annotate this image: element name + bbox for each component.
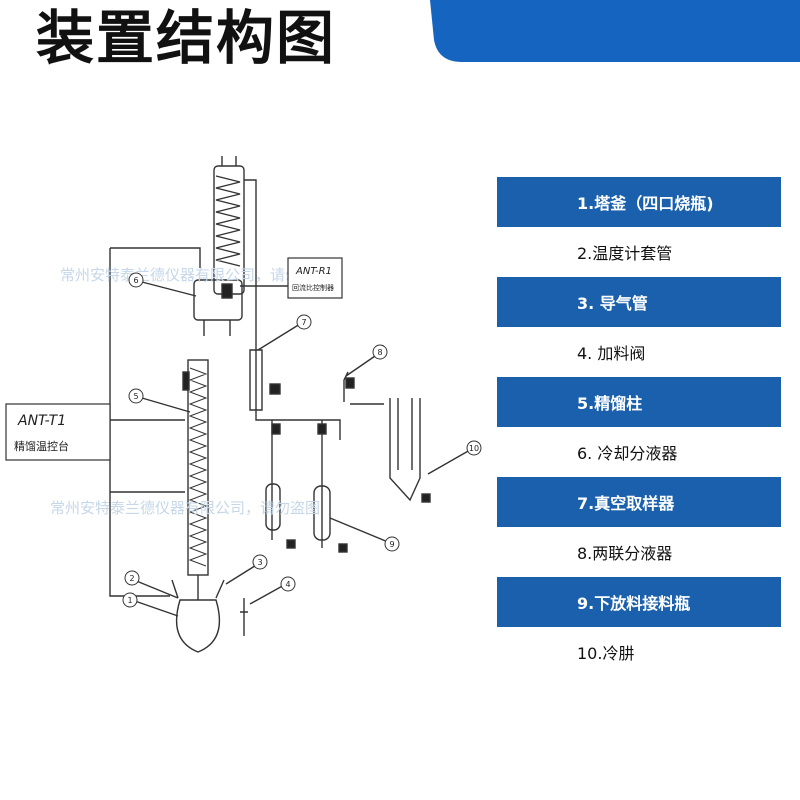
legend-item: 7.真空取样器: [497, 477, 781, 527]
cold-trap: [389, 398, 421, 502]
controller-model: ANT-T1: [17, 413, 66, 429]
callout: 4: [280, 576, 296, 592]
legend-item: 2.温度计套管: [497, 227, 781, 277]
legend-item-label: 6. 冷却分液器: [577, 444, 678, 463]
receiver-right: [313, 485, 331, 541]
legend-item-label: 4. 加料阀: [577, 344, 646, 363]
temperature-controller: ANT-T1 精馏温控台: [5, 403, 111, 461]
watermark-line: 常州安特泰兰德仪器有限公司，请勿盗图: [50, 499, 320, 517]
legend-item-label: 3. 导气管: [577, 294, 648, 313]
reflux-valve: [221, 283, 233, 299]
controller-name: 精馏温控台: [14, 439, 69, 453]
callout: 3: [252, 554, 268, 570]
legend-item: 4. 加料阀: [497, 327, 781, 377]
svg-text:2: 2: [129, 574, 134, 583]
callout: 9: [384, 536, 400, 552]
svg-text:9: 9: [389, 540, 394, 549]
svg-text:7: 7: [301, 318, 306, 327]
legend-item: 3. 导气管: [497, 277, 781, 327]
feed-valve: [240, 598, 248, 636]
legend-item-label: 7.真空取样器: [577, 494, 675, 513]
svg-text:4: 4: [285, 580, 290, 589]
callout: 1: [122, 592, 138, 608]
legend-item: 10.冷肼: [497, 627, 781, 677]
component-legend: 1.塔釜（四口烧瓶) 2.温度计套管 3. 导气管 4. 加料阀 5.精馏柱 6…: [497, 177, 781, 677]
svg-text:6: 6: [133, 276, 138, 285]
legend-item-label: 9.下放料接料瓶: [577, 594, 691, 613]
legend-item: 1.塔釜（四口烧瓶): [497, 177, 781, 227]
legend-item: 8.两联分液器: [497, 527, 781, 577]
legend-item-label: 10.冷肼: [577, 644, 635, 663]
wire-main: [109, 248, 170, 597]
header-banner: [430, 0, 800, 62]
callout: 6: [128, 272, 144, 288]
four-neck-flask: [175, 599, 221, 653]
legend-item-label: 5.精馏柱: [577, 394, 643, 413]
legend-item: 5.精馏柱: [497, 377, 781, 427]
reflux-name: 回流比控制器: [292, 283, 334, 292]
svg-text:10: 10: [469, 444, 479, 453]
reflux-model: ANT-R1: [295, 266, 332, 277]
apparatus-diagram: 常州安特泰兰德仪器有限公司，请勿盗图 常州安特泰兰德仪器有限公司，请勿盗图 AN…: [5, 156, 482, 653]
legend-item-label: 1.塔釜（四口烧瓶): [577, 194, 714, 213]
callout: 5: [128, 388, 144, 404]
banner-shape: [430, 0, 800, 62]
svg-text:3: 3: [257, 558, 262, 567]
callout: 7: [296, 314, 312, 330]
legend-item: 9.下放料接料瓶: [497, 577, 781, 627]
svg-text:5: 5: [133, 392, 138, 401]
reflux-controller: ANT-R1 回流比控制器: [287, 257, 343, 299]
legend-item: 6. 冷却分液器: [497, 427, 781, 477]
wire-top: [110, 247, 201, 268]
watermark-line: 常州安特泰兰德仪器有限公司，请勿盗图: [60, 266, 330, 284]
svg-text:8: 8: [377, 348, 382, 357]
page-title: 装置结构图: [36, 4, 337, 72]
callout: 2: [124, 570, 140, 586]
receiver-left: [265, 483, 281, 531]
svg-text:1: 1: [127, 596, 132, 605]
condenser-coil: [215, 175, 241, 267]
distillation-head: [193, 279, 243, 321]
legend-item-label: 8.两联分液器: [577, 544, 673, 563]
callout: 10: [466, 440, 482, 456]
callout: 8: [372, 344, 388, 360]
legend-item-label: 2.温度计套管: [577, 244, 673, 263]
